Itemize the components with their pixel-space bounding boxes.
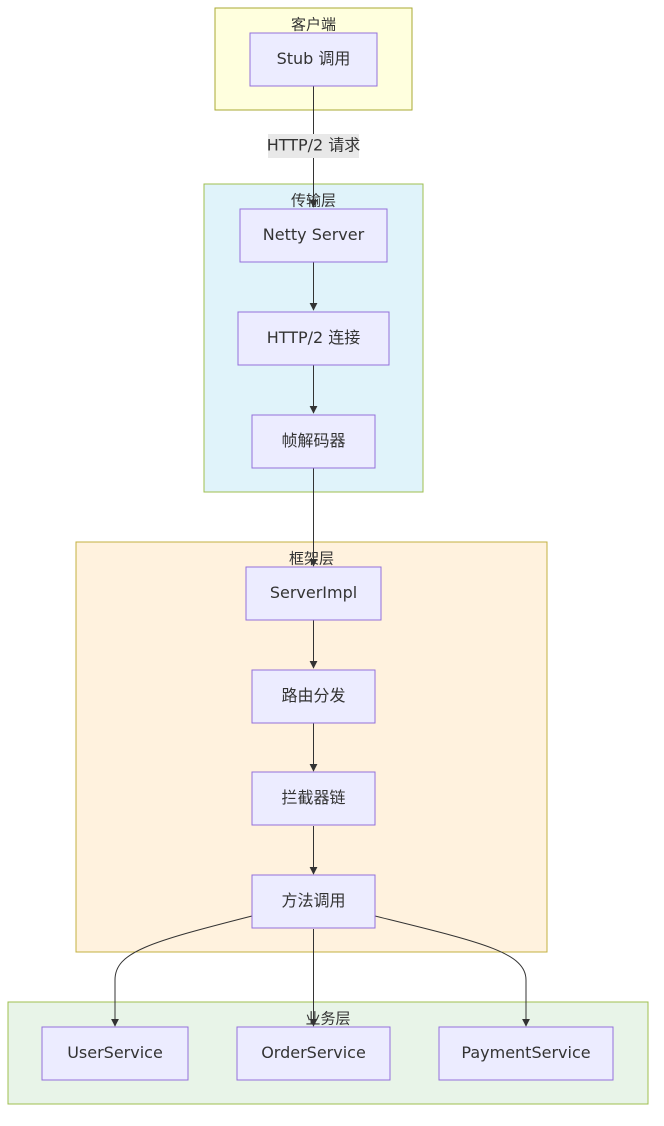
node-frame-decoder-label: 帧解码器: [281, 431, 345, 450]
node-http2-connection-label: HTTP/2 连接: [267, 328, 361, 347]
group-business-title: 业务层: [305, 1010, 350, 1028]
group-framework-title: 框架层: [289, 550, 334, 568]
node-serverimpl-label: ServerImpl: [270, 583, 357, 602]
node-method-invoke-box: [251, 874, 376, 929]
node-netty-server: Netty Server: [239, 208, 388, 263]
node-payment-service-box: [438, 1026, 614, 1081]
node-user-service-label: UserService: [67, 1043, 163, 1062]
node-netty-server-label: Netty Server: [263, 225, 365, 244]
group-client-title: 客户端: [291, 16, 336, 34]
node-interceptor-chain-box: [251, 771, 376, 826]
node-serverimpl-box: [245, 566, 382, 621]
node-stub: Stub 调用: [249, 32, 378, 87]
node-interceptor-chain: 拦截器链: [251, 771, 376, 826]
node-payment-service-label: PaymentService: [461, 1043, 590, 1062]
node-user-service: UserService: [41, 1026, 189, 1081]
node-serverimpl: ServerImpl: [245, 566, 382, 621]
node-stub-box: [249, 32, 378, 87]
node-http2-connection-box: [237, 311, 390, 366]
node-router: 路由分发: [251, 669, 376, 724]
node-http2-connection: HTTP/2 连接: [237, 311, 390, 366]
edge-invoke-to-paymentservice: [374, 915, 530, 1027]
node-router-label: 路由分发: [281, 686, 345, 705]
node-payment-service: PaymentService: [438, 1026, 614, 1081]
node-order-service-label: OrderService: [261, 1043, 366, 1062]
edge-label-background: [268, 134, 359, 158]
node-netty-server-box: [239, 208, 388, 263]
node-order-service: OrderService: [236, 1026, 391, 1081]
node-user-service-box: [41, 1026, 189, 1081]
node-method-invoke-label: 方法调用: [281, 891, 345, 910]
edge-label-http2-request: HTTP/2 请求: [267, 134, 361, 158]
node-frame-decoder: 帧解码器: [251, 414, 376, 469]
edge-label-text: HTTP/2 请求: [267, 136, 361, 155]
node-method-invoke: 方法调用: [251, 874, 376, 929]
node-interceptor-chain-label: 拦截器链: [281, 788, 345, 807]
node-stub-label: Stub 调用: [277, 49, 351, 68]
node-order-service-box: [236, 1026, 391, 1081]
node-frame-decoder-box: [251, 414, 376, 469]
edge-invoke-to-userservice: [111, 915, 253, 1027]
node-router-box: [251, 669, 376, 724]
